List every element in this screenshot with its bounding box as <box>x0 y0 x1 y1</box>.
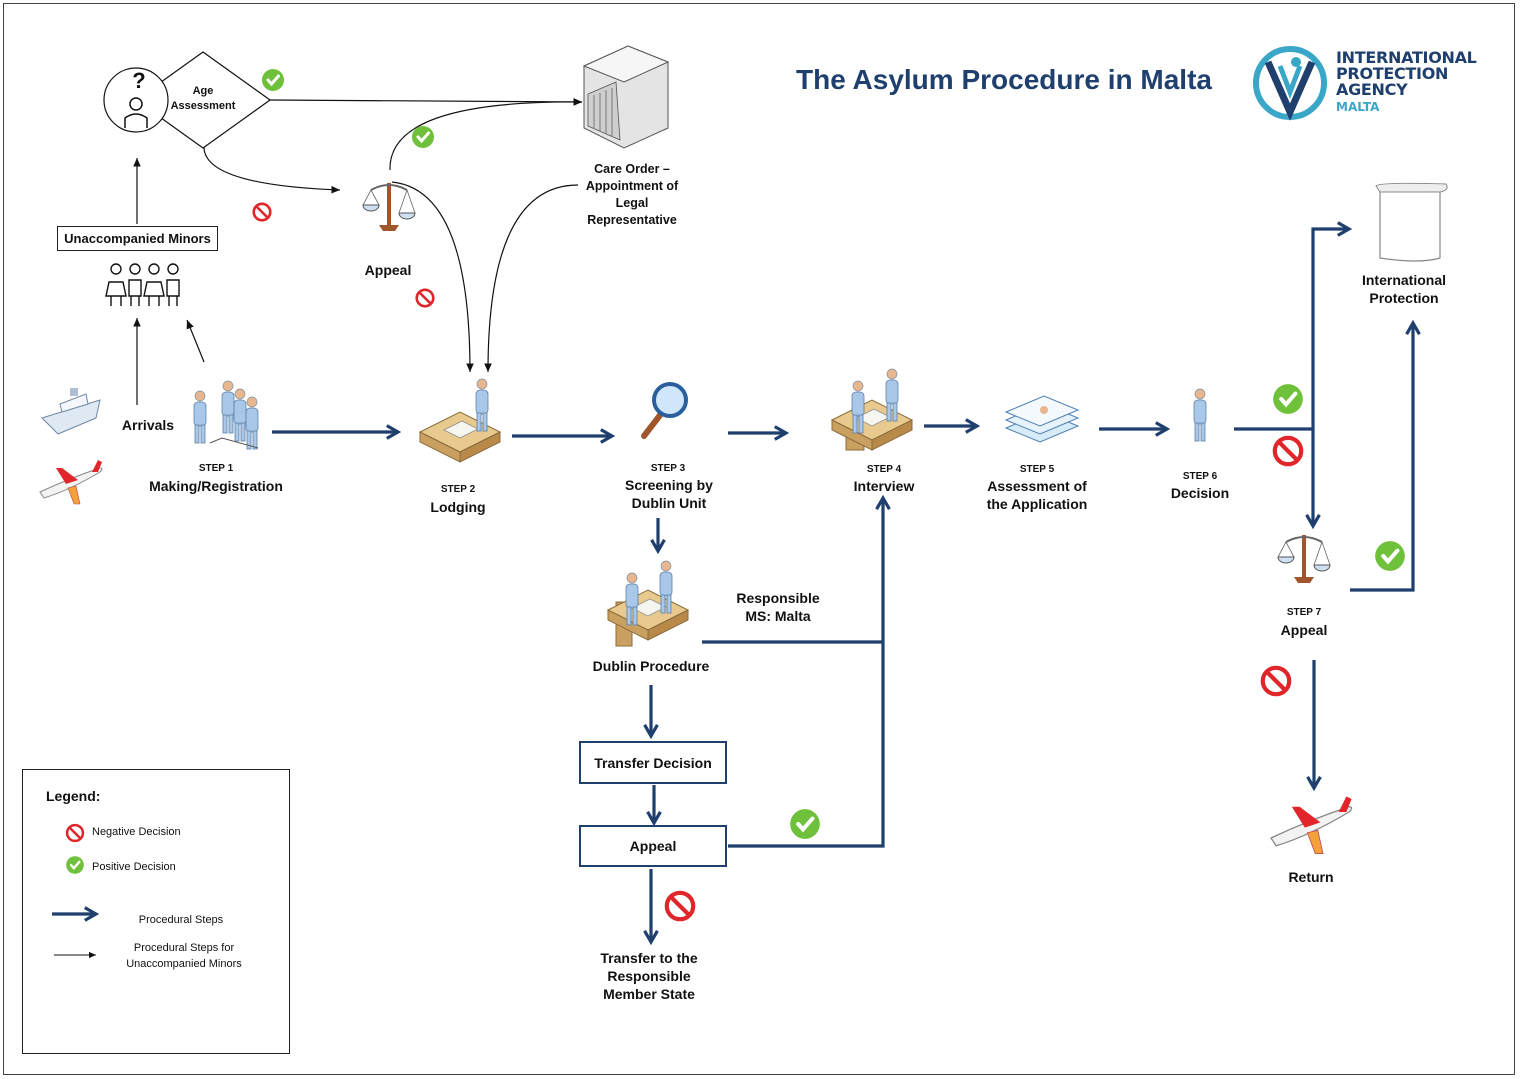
question-mark: ? <box>132 68 146 93</box>
step-5-number: STEP 5 <box>1019 464 1055 475</box>
legend-minors-label: Procedural Steps for Unaccompanied Minor… <box>126 942 242 970</box>
step-3-label: Screening by Dublin Unit <box>625 477 713 511</box>
courthouse-icon <box>582 45 670 149</box>
legend-box <box>22 769 290 1054</box>
unaccompanied-minors-box: Unaccompanied Minors <box>57 226 218 251</box>
desk-meeting-icon <box>419 378 501 463</box>
no-icon <box>667 893 693 919</box>
check-icon <box>1375 541 1405 571</box>
return-plane-icon <box>1270 795 1353 855</box>
no-icon <box>415 288 435 308</box>
scales-icon <box>361 181 417 233</box>
dublin-procedure-label: Dublin Procedure <box>592 658 710 674</box>
arrivals-label: Arrivals <box>121 417 175 433</box>
check-icon <box>410 124 436 150</box>
legend-title: Legend: <box>46 788 101 804</box>
legend-procedural-label: Procedural Steps <box>138 914 224 926</box>
magnifier-icon <box>641 382 688 439</box>
step-2-number: STEP 2 <box>440 484 476 495</box>
step-7-number: STEP 7 <box>1286 607 1322 618</box>
no-icon <box>1263 668 1289 694</box>
step-1-label: Making/Registration <box>149 478 283 494</box>
step-7-label: Appeal <box>1280 622 1328 638</box>
check-icon <box>260 67 286 93</box>
agency-logo-sub: MALTA <box>1336 100 1380 114</box>
page-frame <box>3 3 1515 1075</box>
person-outline-icon <box>124 97 148 128</box>
transfer-to-label: Transfer to the Responsible Member State <box>600 950 698 1002</box>
interview-desk-icon <box>831 368 913 451</box>
step-6-number: STEP 6 <box>1182 471 1218 482</box>
step-2-label: Lodging <box>430 499 486 515</box>
person-icon <box>1193 388 1207 442</box>
children-icon <box>105 263 180 306</box>
care-order-label: Care Order – Appointment of Legal Repres… <box>585 162 679 227</box>
minors-appeal-label: Appeal <box>364 262 412 278</box>
people-group-icon <box>193 380 259 450</box>
age-assessment-label: Age Assessment <box>170 85 236 112</box>
step-4-label: Interview <box>853 478 915 494</box>
step-6-label: Decision <box>1170 485 1230 501</box>
page-title: The Asylum Procedure in Malta <box>796 64 1212 95</box>
check-icon <box>1273 384 1303 414</box>
step-5-label: Assessment of the Application <box>986 478 1088 512</box>
check-icon <box>790 809 820 839</box>
logo-line-3: AGENCY <box>1336 80 1408 99</box>
logo-line-2: PROTECTION <box>1336 64 1449 83</box>
minors-flow <box>133 98 583 405</box>
appeal-scales-icon <box>1276 533 1332 585</box>
international-protection-label: International Protection <box>1361 272 1446 306</box>
no-icon <box>252 202 272 222</box>
logo-line-1: INTERNATIONAL <box>1336 48 1477 67</box>
question-person-icon <box>103 67 169 133</box>
legend-positive-label: Positive Decision <box>92 861 176 873</box>
legend-negative-label: Negative Decision <box>92 826 181 838</box>
dublin-appeal-box: Appeal <box>579 825 727 867</box>
step-1-number: STEP 1 <box>198 463 234 474</box>
dublin-desk-icon <box>607 560 689 647</box>
step-3-number: STEP 3 <box>650 463 686 474</box>
procedural-flow <box>272 221 1421 946</box>
agency-logo-text: INTERNATIONAL PROTECTION AGENCY <box>1336 50 1477 98</box>
agency-logo-icon <box>1253 46 1327 121</box>
return-label: Return <box>1288 869 1334 885</box>
responsible-ms-label: Responsible MS: Malta <box>736 590 820 624</box>
ship-icon <box>41 388 101 435</box>
no-icon <box>1275 438 1301 464</box>
documents-icon <box>1004 395 1080 443</box>
scroll-icon <box>1375 182 1448 262</box>
step-4-number: STEP 4 <box>866 464 902 475</box>
plane-icon <box>39 459 103 505</box>
transfer-decision-box: Transfer Decision <box>579 741 727 784</box>
